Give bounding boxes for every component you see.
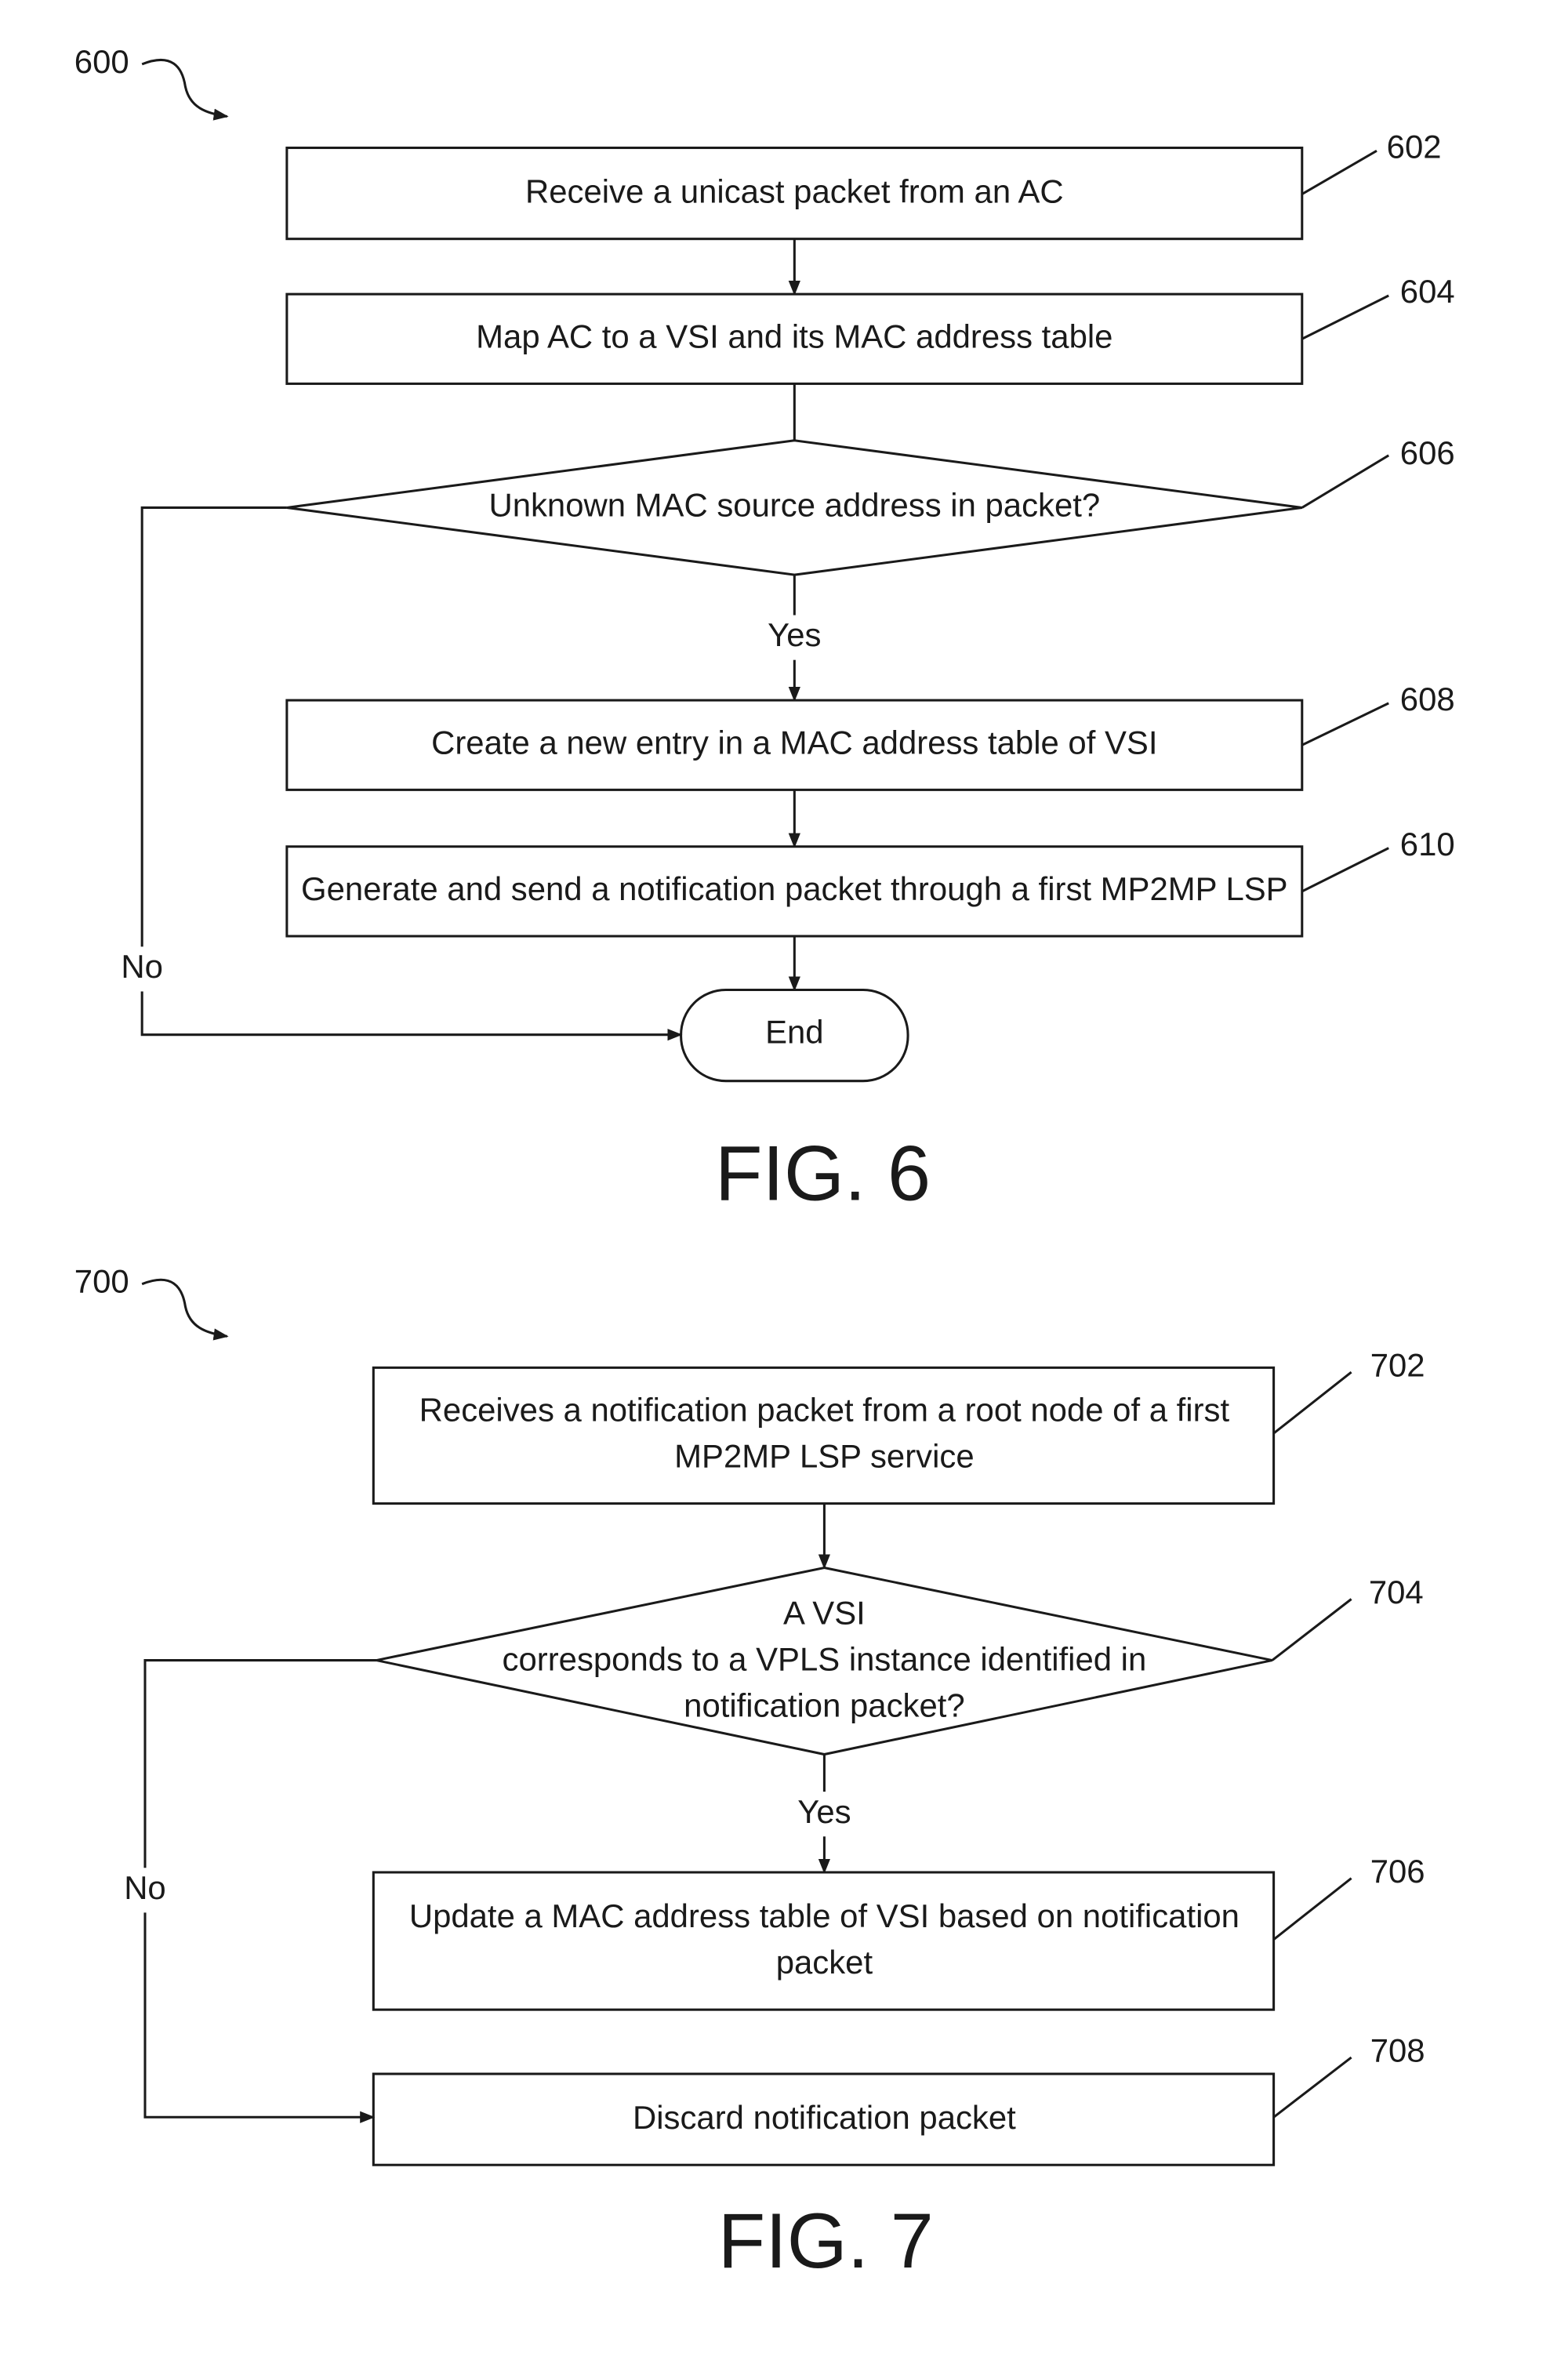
decision-704-ref: 704 [1369, 1574, 1424, 1610]
step-602-ref: 602 [1387, 128, 1442, 165]
decision-606-text: Unknown MAC source address in packet? [488, 487, 1100, 524]
step-604-ref: 604 [1400, 273, 1455, 310]
no-label: No [124, 1869, 166, 1906]
step-610: Generate and send a notification packet … [287, 826, 1455, 936]
figure-ref-700: 700 [74, 1263, 129, 1300]
no-branch-arrow [145, 1912, 373, 2117]
yes-label: Yes [768, 616, 821, 653]
ref-curly-arrow-icon [142, 1280, 227, 1336]
step-610-ref: 610 [1400, 826, 1455, 862]
step-706-ref: 706 [1370, 1853, 1425, 1890]
ref-curly-arrow-icon [142, 60, 227, 116]
figure-title: FIG. 7 [718, 2197, 934, 2284]
yes-label: Yes [797, 1793, 851, 1830]
no-branch-arrow [142, 991, 681, 1034]
no-branch-line [145, 1661, 376, 1868]
decision-606-ref: 606 [1400, 434, 1455, 471]
step-602-text: Receive a unicast packet from an AC [525, 173, 1064, 210]
step-706-text-line1: Update a MAC address table of VSI based … [409, 1897, 1240, 1934]
step-608-text: Create a new entry in a MAC address tabl… [431, 724, 1157, 761]
step-702-text-line1: Receives a notification packet from a ro… [419, 1392, 1230, 1429]
step-708-ref: 708 [1370, 2032, 1425, 2068]
step-608: Create a new entry in a MAC address tabl… [287, 681, 1455, 790]
step-706-text-line2: packet [776, 1944, 873, 1981]
figure-title: FIG. 6 [715, 1130, 931, 1217]
step-706: Update a MAC address table of VSI based … [373, 1853, 1425, 2010]
step-708-text: Discard notification packet [633, 2099, 1016, 2136]
step-604: Map AC to a VSI and its MAC address tabl… [287, 273, 1455, 383]
step-702-ref: 702 [1370, 1346, 1425, 1383]
no-label: No [121, 948, 163, 985]
decision-704-text-line3: notification packet? [684, 1687, 965, 1724]
figure-7: 700 Receives a notification packet from … [74, 1263, 1425, 2284]
step-602: Receive a unicast packet from an AC 602 [287, 128, 1442, 238]
figure-ref-600: 600 [74, 43, 129, 80]
decision-704: A VSI corresponds to a VPLS instance ide… [376, 1567, 1424, 1754]
decision-704-text-line1: A VSI [783, 1594, 866, 1631]
step-608-ref: 608 [1400, 681, 1455, 717]
decision-606: Unknown MAC source address in packet? 60… [287, 434, 1455, 575]
step-702: Receives a notification packet from a ro… [373, 1346, 1425, 1503]
end-text: End [765, 1014, 824, 1051]
figure-6: 600 Receive a unicast packet from an AC … [74, 43, 1455, 1217]
end-terminal: End [681, 990, 908, 1081]
step-610-text: Generate and send a notification packet … [301, 870, 1288, 907]
step-702-text-line2: MP2MP LSP service [674, 1438, 974, 1475]
decision-704-text-line2: corresponds to a VPLS instance identifie… [503, 1641, 1147, 1678]
step-708: Discard notification packet 708 [373, 2032, 1425, 2165]
no-branch-line [142, 507, 287, 946]
step-604-text: Map AC to a VSI and its MAC address tabl… [476, 318, 1112, 354]
